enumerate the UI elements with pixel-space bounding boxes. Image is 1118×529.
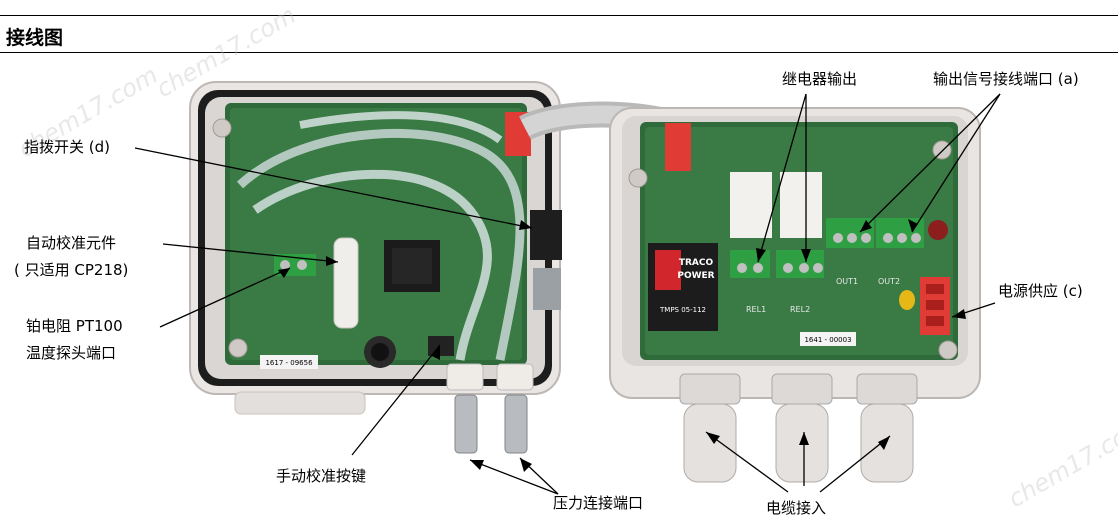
label-dip-switch: 指拨开关 (d): [24, 138, 110, 156]
label-pressure-ports: 压力连接端口: [553, 494, 644, 512]
label-relay-output: 继电器输出: [782, 70, 858, 88]
right-board-tag: 1641 - 00003: [804, 336, 851, 344]
label-pt100-line2: 温度探头端口: [26, 344, 117, 362]
left-pcb: 1617 - 09656: [212, 103, 562, 369]
label-manual-button: 手动校准按键: [276, 467, 367, 485]
traco-brand-2: POWER: [677, 271, 714, 281]
rel2-label: REL2: [790, 305, 810, 314]
label-power-supply: 电源供应 (c): [998, 282, 1083, 300]
right-housing: TRACO POWER TMPS 05-112 REL1 REL2 OUT1 O…: [609, 107, 981, 399]
cable-glands: [679, 373, 918, 483]
out1-label: OUT1: [836, 277, 858, 286]
pressure-ports: [446, 363, 534, 454]
label-cable-entry: 电缆接入: [766, 499, 827, 517]
label-signal-output: 输出信号接线端口 (a): [933, 70, 1079, 88]
heading-rule: [0, 52, 1118, 53]
traco-model: TMPS 05-112: [659, 306, 706, 314]
label-pt100-line1: 铂电阻 PT100: [26, 317, 123, 335]
label-auto-calib-line2: ( 只适用 CP218): [14, 261, 129, 279]
section-title: 接线图: [6, 27, 64, 49]
left-board-tag: 1617 - 09656: [265, 359, 313, 367]
traco-brand-1: TRACO: [679, 258, 714, 268]
leader-arrowheads: [278, 219, 966, 472]
rel1-label: REL1: [746, 305, 766, 314]
label-auto-calib-line1: 自动校准元件: [26, 234, 117, 252]
out2-label: OUT2: [878, 277, 900, 286]
top-rule: [0, 15, 1118, 16]
